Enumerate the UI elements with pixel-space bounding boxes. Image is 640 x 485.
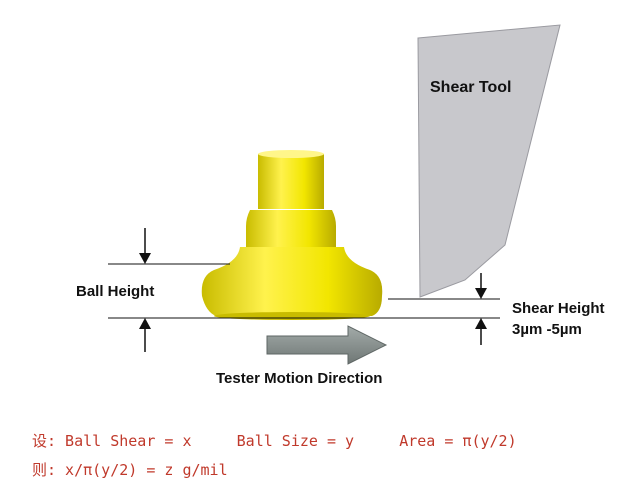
ball-height-arrows [139,228,151,352]
ball-height-label: Ball Height [76,283,154,300]
bond-wire [258,154,324,209]
tester-motion-arrow [266,325,388,365]
shear-tool-label: Shear Tool [430,79,512,96]
shear-tool-shape [417,24,561,298]
bond-ball-base [201,247,383,316]
bond-neck [246,210,336,247]
ball-bond [201,150,383,320]
formula-line-definitions: 设: Ball Shear = x Ball Size = y Area = π… [32,432,517,450]
shear-height-label: Shear Height [512,300,605,317]
shear-height-arrows [475,273,487,345]
tester-motion-label: Tester Motion Direction [216,370,382,387]
formula-line-result: 则: x/π(y/2) = z g/mil [32,461,228,479]
shear-height-range: 3µm -5µm [512,321,582,338]
